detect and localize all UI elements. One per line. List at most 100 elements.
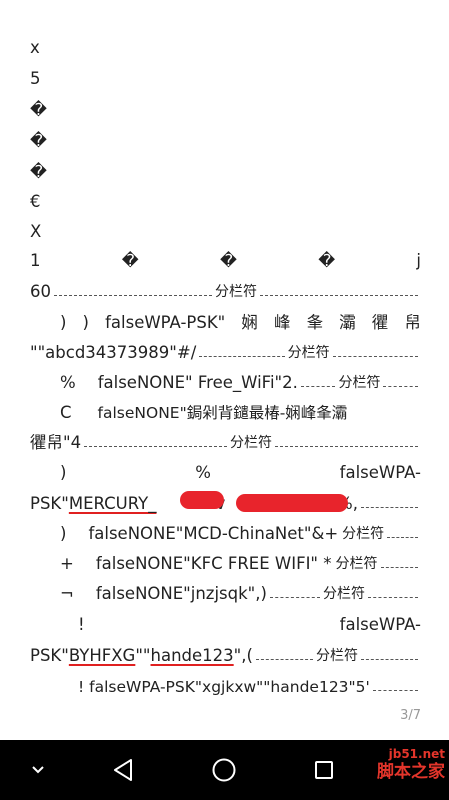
text-segment: 灞 (339, 313, 356, 332)
home-button[interactable] (194, 740, 254, 800)
back-button[interactable] (94, 740, 154, 800)
dashed-separator (380, 566, 418, 568)
dashed-separator (199, 355, 285, 357)
circle-home-icon (212, 758, 236, 782)
square-recents-icon (315, 761, 333, 779)
text-line: + falseNONE"KFC FREE WIFI" * 分栏符 (60, 550, 421, 578)
text-segment: j (416, 251, 421, 270)
text-segment: C (60, 403, 72, 422)
watermark-name: 脚本之家 (377, 762, 445, 782)
text-segment: % (60, 373, 76, 392)
text-segment: + (60, 554, 74, 573)
dashed-separator (255, 658, 313, 660)
column-break-label: 分栏符 (215, 284, 257, 300)
text-segment: ""abcd34373989"#/ (30, 343, 197, 362)
text-segment: ) (60, 313, 67, 332)
text-segment: ¬ (60, 584, 74, 603)
dashed-separator (383, 385, 419, 387)
text-line: � (30, 162, 47, 181)
text-segment: 夆 (306, 313, 324, 332)
text-line: PSK" BYHFXG "" hande123 ",( 分栏符 (30, 642, 421, 670)
text-segment: falseWPA-PSK" (105, 313, 226, 332)
text-segment: "" (135, 646, 151, 665)
dashed-separator (360, 658, 419, 660)
recents-button[interactable] (294, 740, 354, 800)
text-line: 1 � � � j (30, 247, 421, 275)
text-segment: % (195, 463, 211, 482)
column-break-label: 分栏符 (335, 556, 378, 572)
text-line: � (30, 100, 47, 119)
text-segment: ",( (233, 646, 253, 665)
underlined-password: hande123 (150, 646, 234, 665)
text-line: ) falseNONE"MCD-ChinaNet"&+ 分栏符 (60, 520, 421, 548)
document-view[interactable]: x 5 � � � € X 1 � � � j 60 分栏符 ) ) false… (0, 0, 449, 740)
text-segment: falseNONE"鋦剁背鑓最椿-娴峰夆灞 (97, 404, 348, 422)
text-segment: 峰 (274, 313, 291, 332)
text-segment: � (121, 251, 139, 270)
text-line: ) ) falseWPA-PSK" 娴 峰 夆 灞 忂 帠 (60, 309, 421, 337)
hide-keyboard-button[interactable] (8, 740, 68, 800)
dashed-separator (54, 294, 212, 296)
column-break-label: 分栏符 (230, 435, 273, 451)
text-segment: ! falseWPA-PSK"xgjkxw""hande123"5' (78, 678, 370, 696)
text-line: 忂帠"4 分栏符 (30, 429, 421, 457)
dashed-separator (360, 506, 418, 508)
page-indicator: 3/7 (400, 708, 421, 723)
dashed-separator (367, 596, 419, 598)
text-line: % falseNONE" Free_WiFi"2. 分栏符 (60, 369, 421, 397)
text-segment: � (219, 251, 237, 270)
text-segment: falseNONE"KFC FREE WIFI" * (95, 554, 332, 573)
text-segment: ) (60, 524, 67, 543)
underlined-ssid: BYHFXG (68, 646, 136, 665)
text-segment: PSK" (30, 646, 69, 665)
triangle-back-icon (114, 759, 132, 781)
redaction-mark (180, 491, 224, 509)
site-watermark: jb51.net 脚本之家 (377, 748, 445, 781)
text-line: X (30, 222, 42, 241)
redaction-mark (236, 494, 348, 512)
dashed-separator (387, 536, 418, 538)
dashed-separator (300, 385, 336, 387)
text-segment: � (318, 251, 336, 270)
column-break-label: 分栏符 (315, 648, 358, 664)
text-segment: falseNONE"MCD-ChinaNet"&+ (88, 524, 339, 543)
column-break-label: 分栏符 (338, 375, 381, 391)
text-line: ""abcd34373989"#/ 分栏符 (30, 339, 421, 367)
text-line: PSK" MERCURY_ "" v "%, (30, 490, 421, 518)
text-line: ! falseWPA- (78, 611, 421, 639)
dashed-separator (260, 294, 418, 296)
text-segment: PSK" (30, 494, 69, 513)
text-segment: 忂帠"4 (30, 433, 82, 452)
dashed-separator (275, 445, 418, 447)
text-line: x (30, 38, 40, 57)
text-segment: ! (78, 615, 85, 634)
text-segment: falseWPA- (339, 463, 421, 482)
text-segment: 忂 (371, 313, 389, 332)
text-segment: 1 (30, 251, 41, 270)
text-segment: falseNONE"jnzjsqk",) (95, 584, 267, 603)
navigation-bar (0, 740, 449, 800)
text-segment: falseNONE" Free_WiFi"2. (97, 373, 298, 392)
text-line: 5 (30, 69, 41, 88)
watermark-domain: jb51.net (388, 747, 445, 761)
text-line: € (30, 192, 41, 211)
text-segment: 60 (30, 282, 51, 301)
text-segment: ) (60, 463, 67, 482)
text-line: C falseNONE"鋦剁背鑓最椿-娴峰夆灞 (60, 399, 421, 427)
dashed-separator (269, 596, 320, 598)
column-break-label: 分栏符 (342, 526, 385, 542)
text-segment: falseWPA- (339, 615, 421, 634)
text-line: � (30, 131, 47, 150)
chevron-down-icon (32, 766, 44, 774)
dashed-separator (332, 355, 419, 357)
dashed-separator (84, 445, 228, 447)
text-segment: ) (82, 313, 89, 332)
text-line: ) % falseWPA- (60, 459, 421, 487)
text-line: ¬ falseNONE"jnzjsqk",) 分栏符 (60, 580, 421, 608)
text-segment: 帠 (404, 313, 421, 332)
column-break-label: 分栏符 (322, 586, 365, 602)
underlined-ssid: MERCURY_ (68, 494, 157, 513)
text-segment: 娴 (241, 313, 258, 332)
text-line: ! falseWPA-PSK"xgjkxw""hande123"5' (78, 673, 421, 701)
column-break-label: 分栏符 (287, 345, 330, 361)
